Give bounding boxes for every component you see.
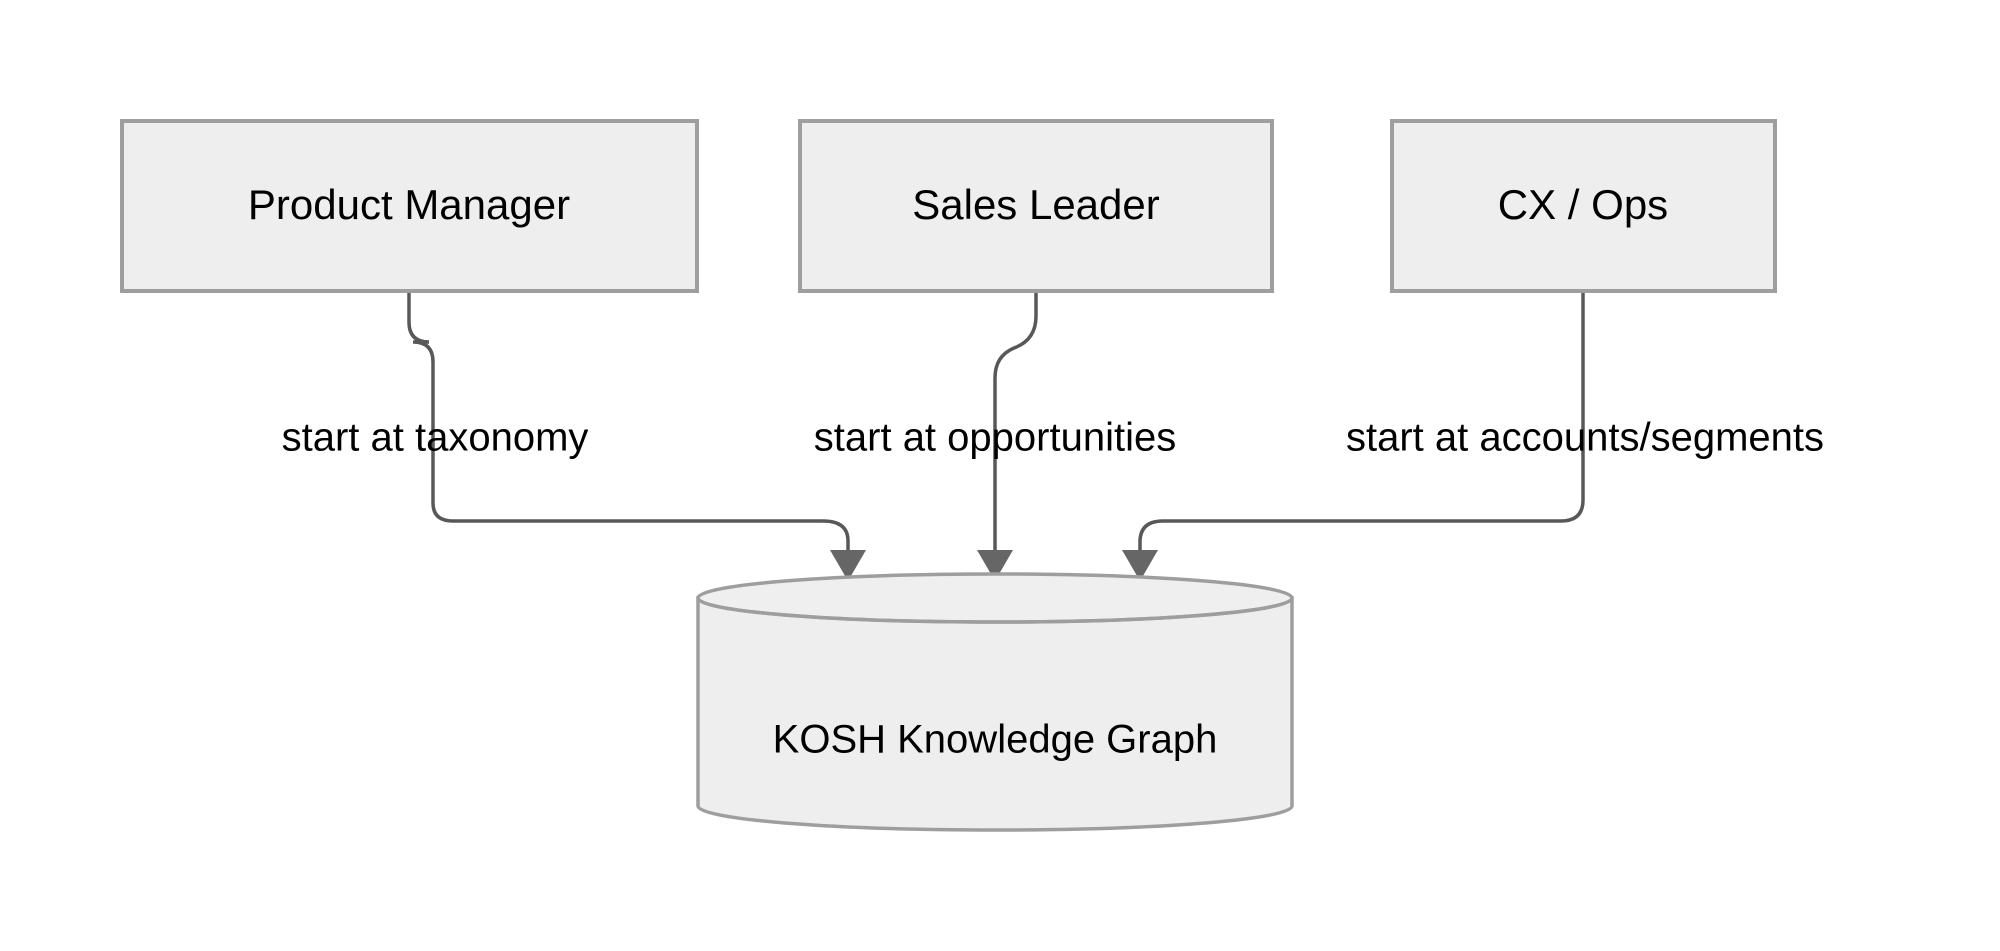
node-product-manager-rect[interactable] [120, 119, 699, 293]
edge-product-manager-to-kosh [407, 291, 850, 556]
node-sales-leader[interactable]: Sales Leader [798, 119, 1274, 293]
node-kosh-knowledge-graph[interactable]: KOSH Knowledge Graph [696, 572, 1294, 832]
node-kosh-knowledge-graph-label: KOSH Knowledge Graph [773, 718, 1218, 762]
node-product-manager-label: Product Manager [248, 181, 570, 228]
node-product-manager[interactable]: Product Manager [120, 119, 699, 293]
edge-label-start-at-taxonomy: start at taxonomy [282, 416, 589, 460]
node-sales-leader-label: Sales Leader [912, 181, 1160, 228]
edge-label-start-at-opportunities: start at opportunities [814, 416, 1176, 460]
arrow-head-product-manager [830, 550, 866, 581]
node-sales-leader-rect[interactable] [798, 119, 1274, 293]
edge-group [407, 291, 1585, 581]
arrow-head-cx-ops [1122, 550, 1158, 581]
edge-sales-leader-to-kosh [993, 291, 1038, 556]
node-cx-ops[interactable]: CX / Ops [1390, 119, 1777, 293]
node-cx-ops-label: CX / Ops [1498, 181, 1668, 228]
arrow-head-sales-leader [977, 550, 1013, 581]
cylinder-rim-arc [696, 597, 1294, 624]
edge-label-start-at-accounts-segments: start at accounts/segments [1346, 416, 1824, 460]
edge-label-group: start at taxonomy start at opportunities… [282, 416, 1824, 460]
node-cx-ops-rect[interactable] [1390, 119, 1777, 293]
edge-cx-ops-to-kosh [1138, 291, 1585, 556]
cylinder-body[interactable] [696, 596, 1294, 832]
